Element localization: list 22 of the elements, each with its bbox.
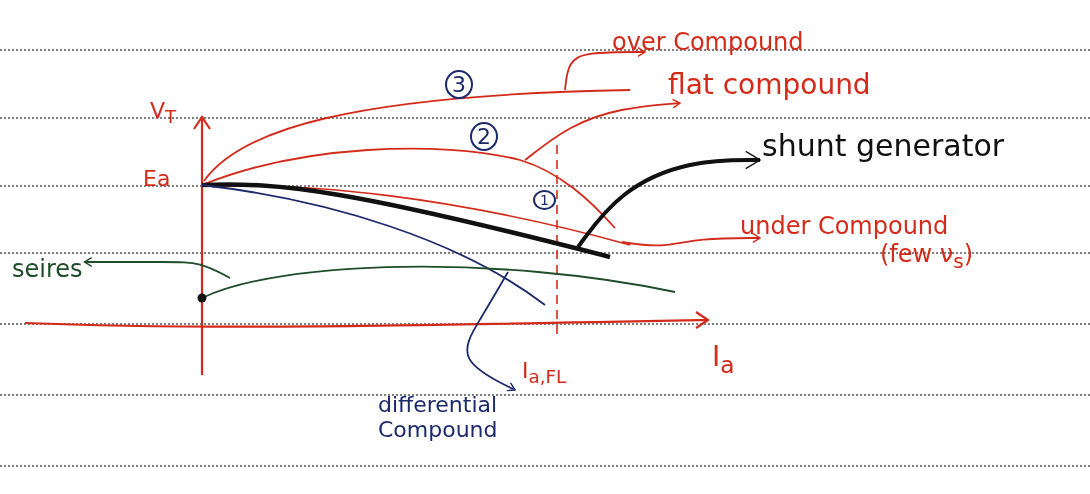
leader-arrow: [466, 271, 516, 392]
curve-number: 3: [445, 70, 473, 100]
axis-label: V$_{T}$: [150, 98, 177, 128]
curve-label: shunt generator: [762, 128, 1005, 163]
curve-label: under Compound: [740, 212, 950, 240]
curve-label: flat compound: [668, 68, 871, 101]
curve-note: (few ν$_{s}$): [879, 240, 974, 273]
curve-label: differential Compound: [378, 392, 499, 442]
differential-compound-curve: [201, 184, 546, 306]
curve-label: seires: [12, 255, 83, 283]
axis-label: I$_{a}$: [712, 340, 735, 379]
curve-number: 2: [470, 122, 498, 152]
leader-arrow: [524, 98, 681, 161]
point-label: Ea: [143, 166, 171, 191]
leader-arrow: [83, 257, 231, 279]
leader-arrow: [564, 47, 646, 91]
curve-label: over Compound: [612, 28, 804, 56]
leader-arrow: [621, 233, 761, 247]
curve-number: 1: [533, 190, 556, 211]
leader-arrow: [576, 150, 761, 249]
shunt-generator-curve: [201, 182, 611, 260]
axis-tick-label: I$_{a,FL}$: [522, 358, 567, 388]
